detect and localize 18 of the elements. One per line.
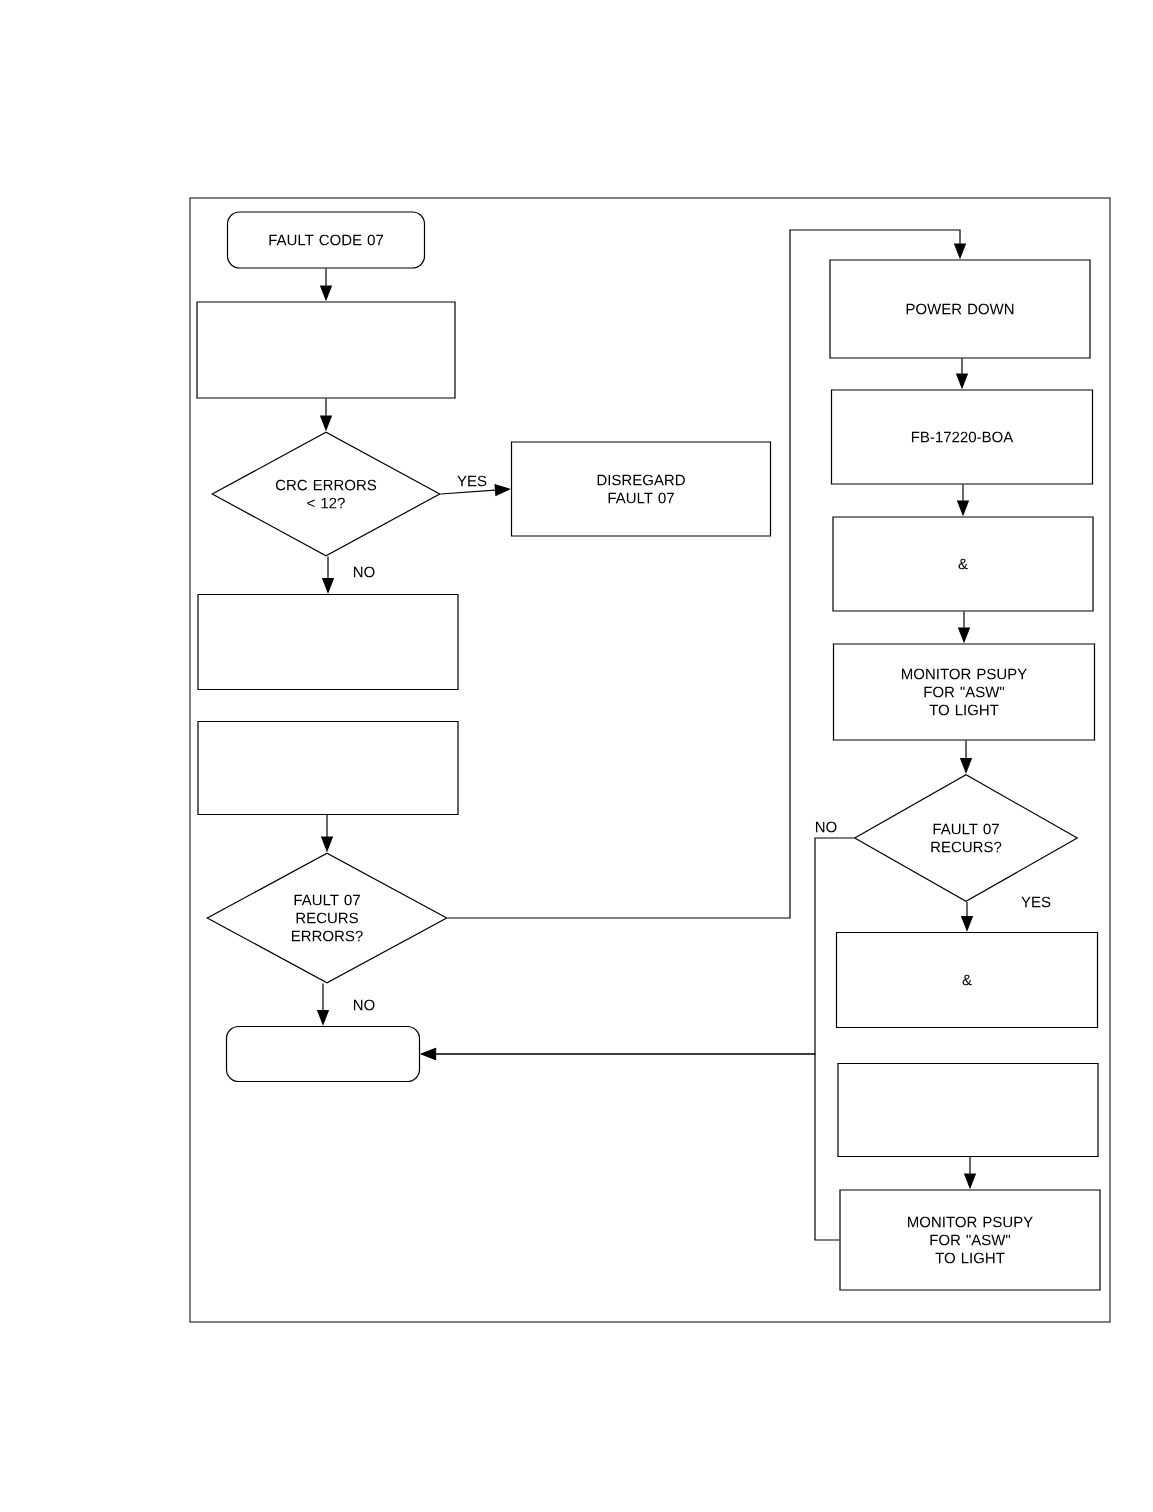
- process-box: [837, 1062, 1099, 1158]
- process-box: MONITOR PSUPY FOR "ASW" TO LIGHT: [832, 643, 1096, 741]
- process-box: &: [835, 931, 1099, 1029]
- process-box: DISREGARD FAULT 07: [510, 441, 772, 537]
- process-box: &: [832, 516, 1094, 612]
- process-box: FB-17220-BOA: [830, 389, 1094, 485]
- terminal-box: [225, 1025, 421, 1083]
- process-box: [196, 301, 456, 399]
- arrow: [447, 229, 967, 919]
- process-box: [197, 593, 459, 691]
- process-box: MONITOR PSUPY FOR "ASW" TO LIGHT: [839, 1189, 1101, 1291]
- process-box: [197, 720, 459, 816]
- terminal-box: FAULT CODE 07: [226, 211, 426, 269]
- edge-label: NO: [351, 565, 377, 579]
- edge-label: NO: [813, 820, 839, 834]
- edge-label: YES: [456, 474, 488, 488]
- process-box: POWER DOWN: [829, 259, 1091, 359]
- edge-label: NO: [351, 998, 377, 1012]
